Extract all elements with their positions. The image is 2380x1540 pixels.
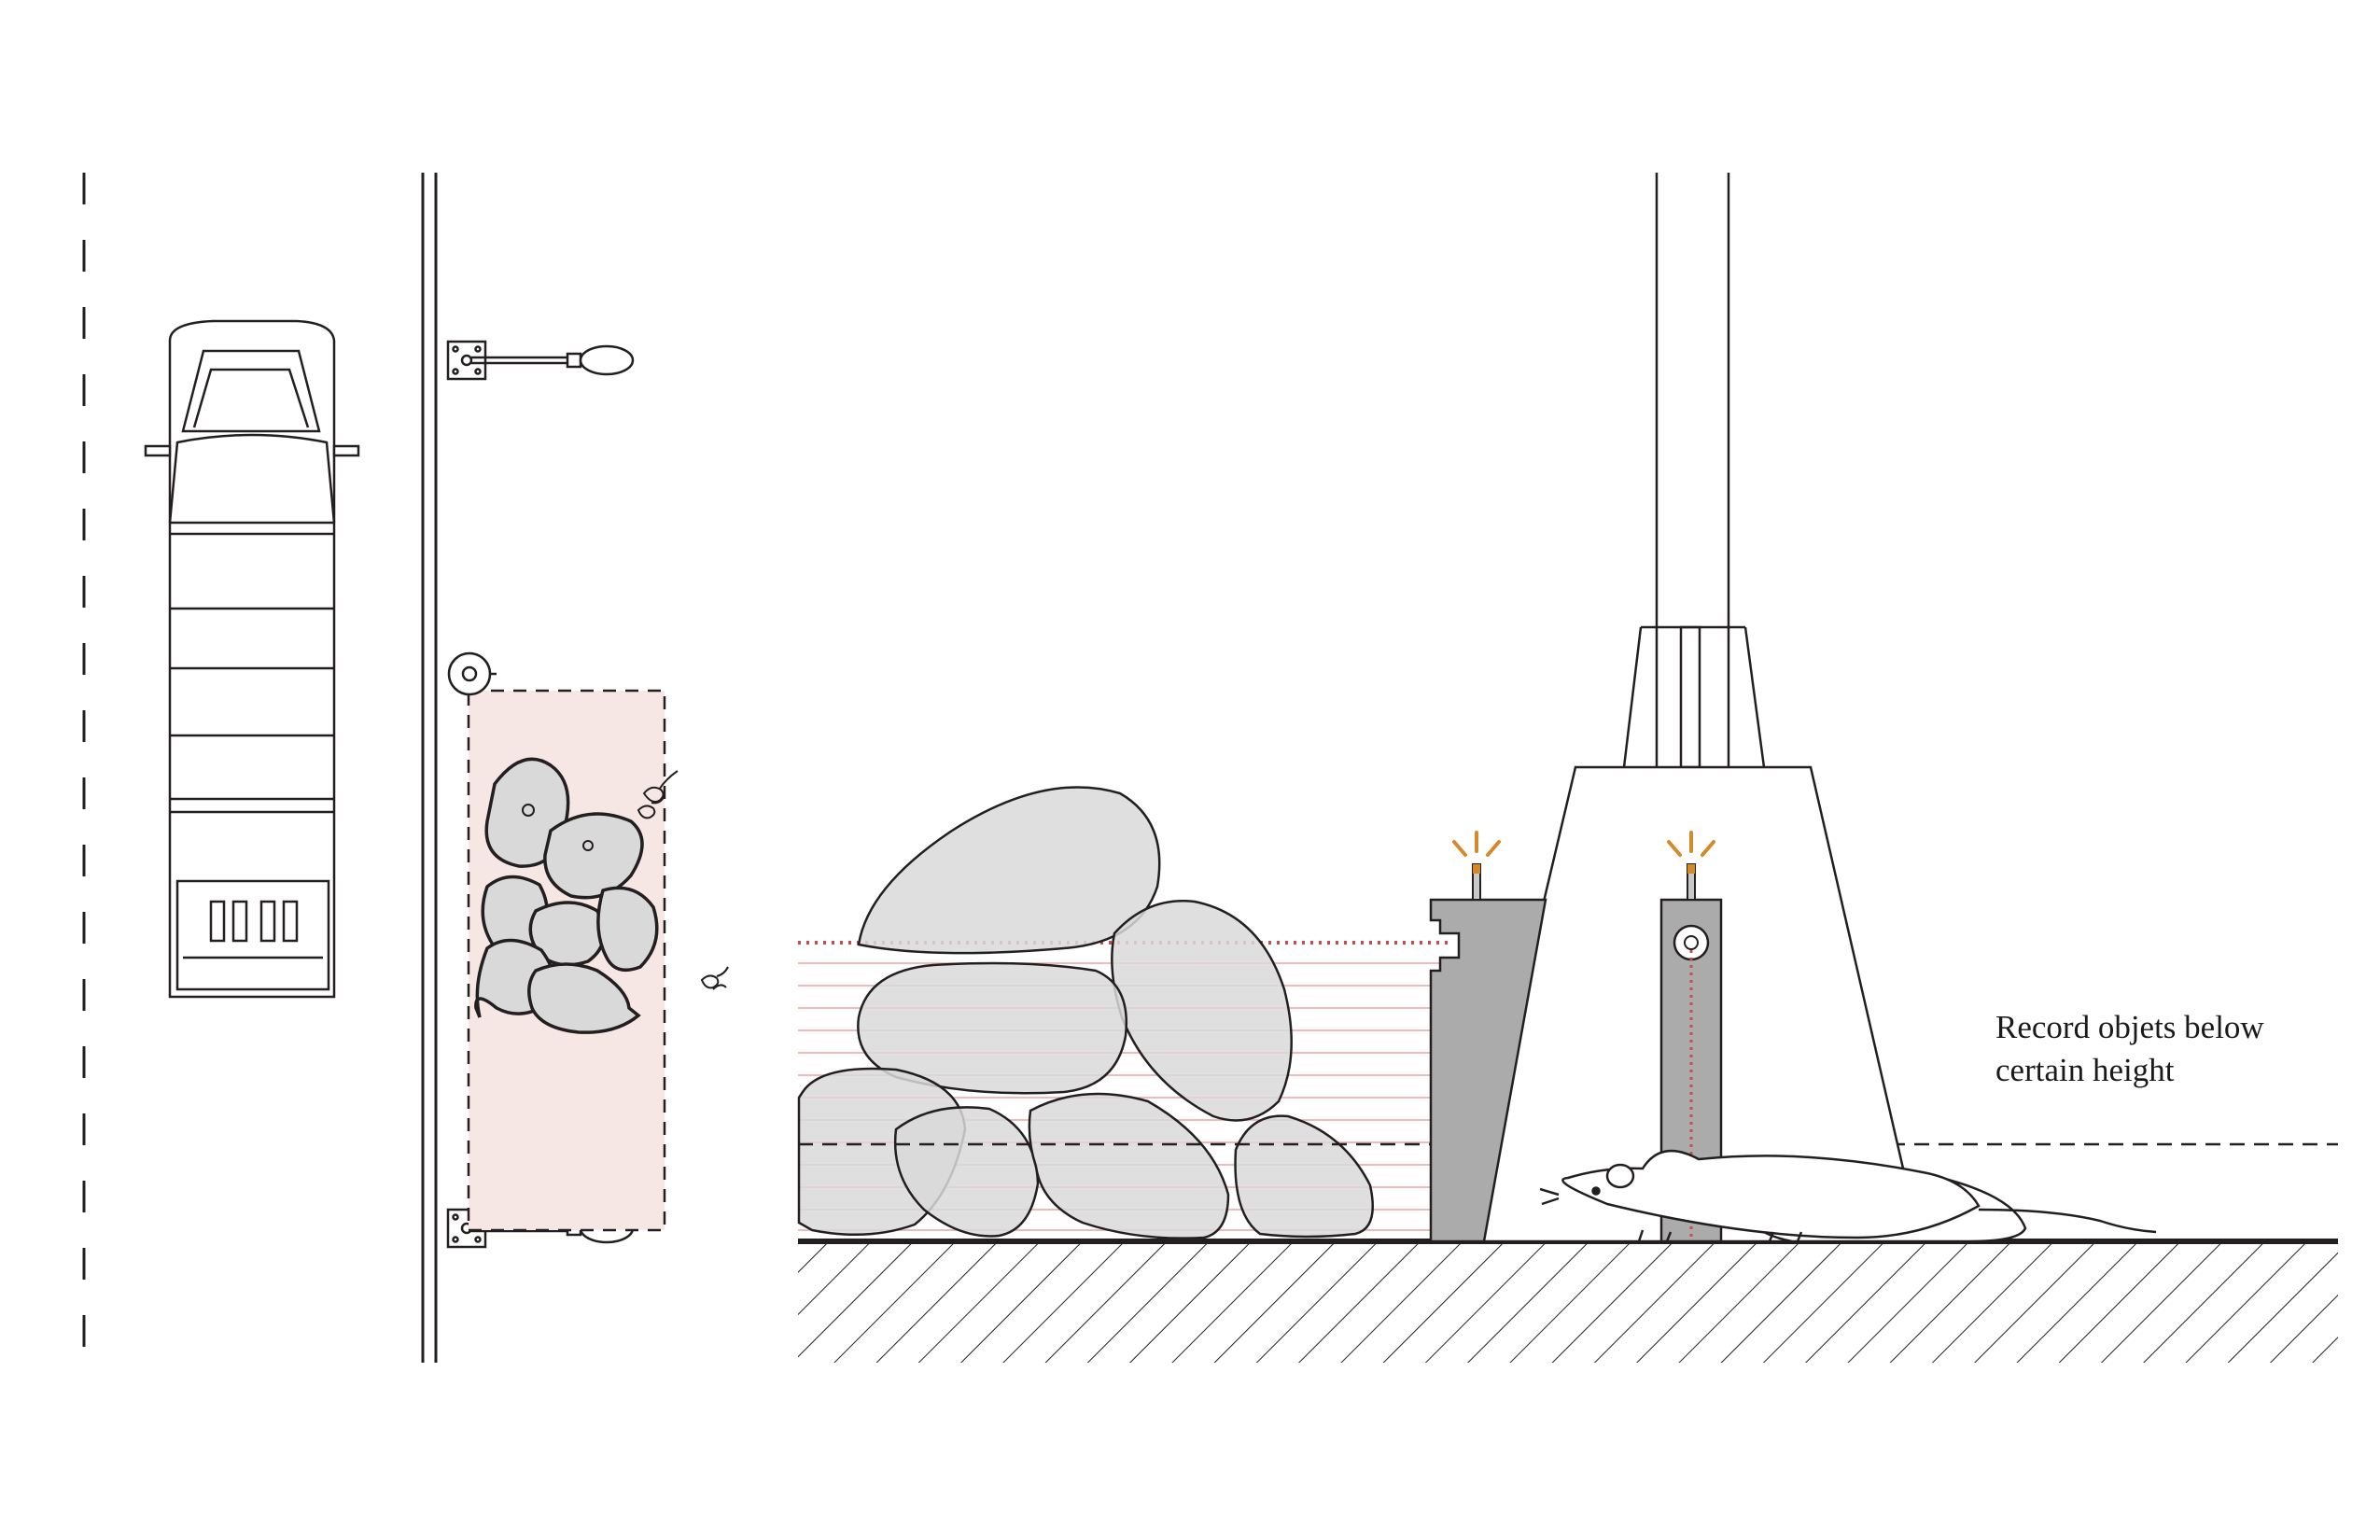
alert-signal-right-icon <box>1667 831 1715 857</box>
rodents-icon <box>637 770 729 990</box>
plan-view <box>82 173 729 1363</box>
ground-hatch <box>798 1241 2338 1363</box>
caption-line-2: certain height <box>1995 1052 2175 1088</box>
rock-pile-plan-icon <box>474 757 659 1034</box>
sensor-left-icon <box>1429 831 1547 1243</box>
sensor-post-icon <box>447 651 497 696</box>
alert-signal-left-icon <box>1452 831 1501 857</box>
caption-text: Record objets below certain height <box>1995 1006 2264 1092</box>
rock-pile-section-icon <box>797 786 1374 1239</box>
wall-lamp-upper-icon <box>446 340 635 381</box>
mouse-icon <box>1539 1149 2157 1243</box>
section-view <box>797 173 2338 1363</box>
car-icon <box>144 319 360 999</box>
caption-line-1: Record objets below <box>1995 1009 2264 1045</box>
